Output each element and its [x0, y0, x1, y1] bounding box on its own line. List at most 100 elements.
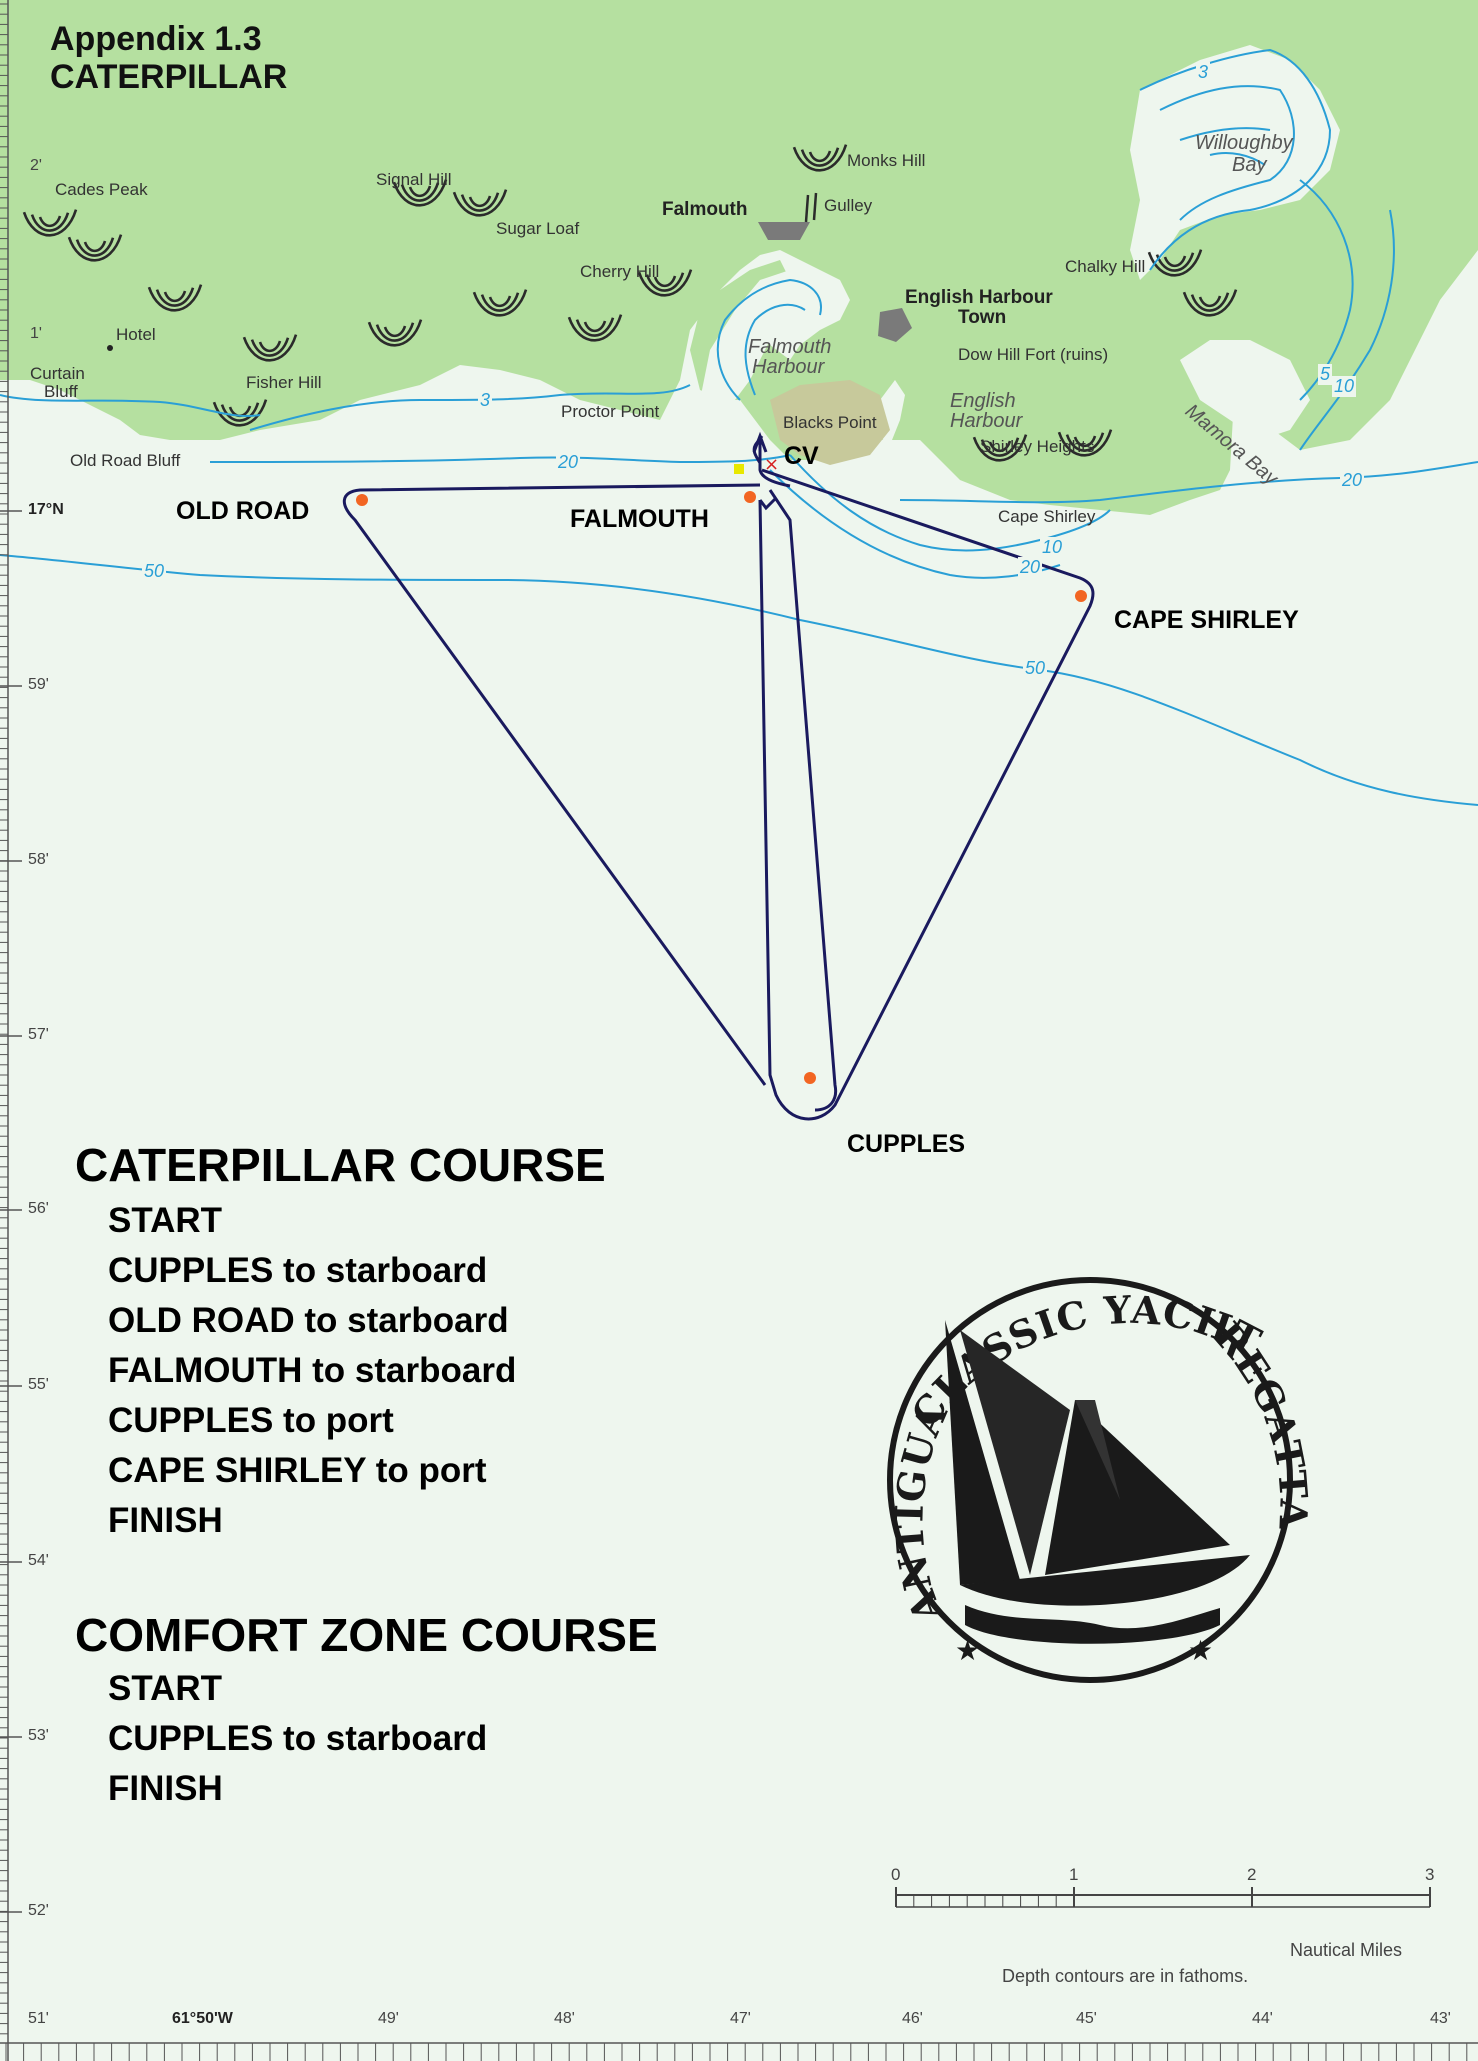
falmouth-town-block [758, 222, 810, 240]
longitude-label: 47' [730, 2010, 751, 2027]
hill-contour [367, 319, 423, 347]
place-label-fh1: Falmouth [748, 336, 832, 358]
logo-star-right: ★ [1188, 1634, 1213, 1667]
place-label-capes: Cape Shirley [998, 507, 1096, 526]
contour-1-fathom [0, 394, 261, 417]
place-label-eh2: Harbour [950, 410, 1023, 432]
logo-star-left: ★ [955, 1634, 980, 1667]
hill-symbols [22, 144, 1238, 462]
mark-label-old-road: OLD ROAD [176, 497, 310, 525]
place-label-two: 2' [30, 157, 42, 174]
logo-sail-3 [1045, 1400, 1230, 1575]
chart-title: Appendix 1.3 CATERPILLAR [50, 20, 287, 96]
latitude-label: 59' [28, 676, 49, 693]
hill-contour [460, 192, 500, 212]
hill-contour [637, 269, 693, 297]
scale-tick-label: 1 [1069, 1865, 1079, 1884]
contour-willoughby-3 [1179, 127, 1271, 141]
place-label-gulley: Gulley [824, 196, 873, 215]
place-label-hotel: Hotel [116, 325, 156, 344]
place-label-signal: Signal Hill [376, 170, 452, 189]
course-leg: FINISH [108, 1769, 223, 1808]
depth-label: 3 [478, 390, 493, 411]
contour-falmouth-harbour-2 [744, 303, 806, 396]
hill-contour [567, 314, 623, 342]
course-leg: CUPPLES to starboard [108, 1251, 488, 1290]
hill-contour [988, 440, 1012, 453]
english-harbour-town-block [878, 308, 912, 342]
hill-contour [67, 234, 123, 262]
course-marks: × [356, 454, 1087, 1084]
hill-contour [472, 289, 528, 317]
logo-sail-2 [960, 1330, 1070, 1575]
longitude-label: 46' [902, 2010, 923, 2027]
mamora-bay [1180, 340, 1310, 440]
latitude-label: 52' [28, 1902, 49, 1919]
contour-willoughby-6 [1299, 209, 1395, 451]
hill-contour [375, 322, 415, 342]
hill-contour [220, 402, 260, 422]
course-leg: START [108, 1669, 223, 1708]
hill-contour [147, 284, 203, 312]
depth-label: 20 [556, 452, 581, 473]
scale-tick-label: 0 [891, 1865, 901, 1884]
scale-unit: Nautical Miles [1290, 1940, 1403, 1960]
contour-10-fathom [789, 454, 1111, 552]
longitude-label: 44' [1252, 2010, 1273, 2027]
hill-contour [258, 340, 282, 353]
hill-contour [480, 292, 520, 312]
hill-contour [575, 317, 615, 337]
depth-note: Depth contours are in fathoms. [1002, 1966, 1249, 1986]
hill-contour [1073, 435, 1097, 448]
title-line-2: CATERPILLAR [50, 58, 288, 96]
hill-contour [452, 189, 508, 217]
falmouth-harbour-water [700, 270, 835, 400]
depth-label: 20 [1340, 470, 1365, 491]
hotel-marker [107, 345, 113, 351]
course-start-hook [758, 440, 791, 488]
logo-waves [965, 1605, 1220, 1644]
land-mass [0, 0, 1478, 515]
scale-tick-label: 3 [1425, 1865, 1435, 1884]
hill-contour [1198, 295, 1222, 308]
hill-contour [250, 337, 290, 357]
place-label-cades: Cades Peak [55, 180, 148, 199]
hill-contour [383, 325, 407, 338]
depth-label: 5 [1318, 364, 1333, 385]
hill-contour [75, 237, 115, 257]
hill-contour [800, 147, 840, 167]
scale-bar [895, 1887, 1431, 1908]
place-label-sugar: Sugar Loaf [496, 219, 580, 238]
start-line-mark [734, 464, 744, 474]
course-leg: FINISH [108, 1501, 223, 1540]
hill-contour [583, 320, 607, 333]
latitude-label: 54' [28, 1552, 49, 1569]
place-label-proctor: Proctor Point [561, 402, 660, 421]
place-label-blacks: Blacks Point [783, 413, 877, 432]
longitude-label: 43' [1430, 2010, 1451, 2027]
place-label-oldbluff: Old Road Bluff [70, 451, 181, 470]
hill-contour [400, 182, 440, 202]
hill-contour [163, 290, 187, 303]
hill-contour [408, 185, 432, 198]
longitude-label: 51' [28, 2010, 49, 2027]
gulley-marks [804, 192, 818, 223]
course-leg: START [108, 1201, 223, 1240]
mark-label-cape-shirley: CAPE SHIRLEY [1114, 606, 1299, 634]
hill-contour [1155, 252, 1195, 272]
place-label-shirleyh: Shirley Heights [980, 437, 1095, 456]
latitude-label: 57' [28, 1026, 49, 1043]
latitude-label: 55' [28, 1376, 49, 1393]
hill-contour [1182, 289, 1238, 317]
place-label-dowhill: Dow Hill Fort (ruins) [958, 345, 1109, 364]
place-label-fisher: Fisher Hill [246, 373, 322, 392]
hill-contour [972, 434, 1028, 462]
place-label-monks: Monks Hill [847, 151, 926, 170]
course-leg: CUPPLES to port [108, 1401, 394, 1440]
latitude-label: 58' [28, 851, 49, 868]
mark-label-cv: CV [784, 442, 819, 470]
